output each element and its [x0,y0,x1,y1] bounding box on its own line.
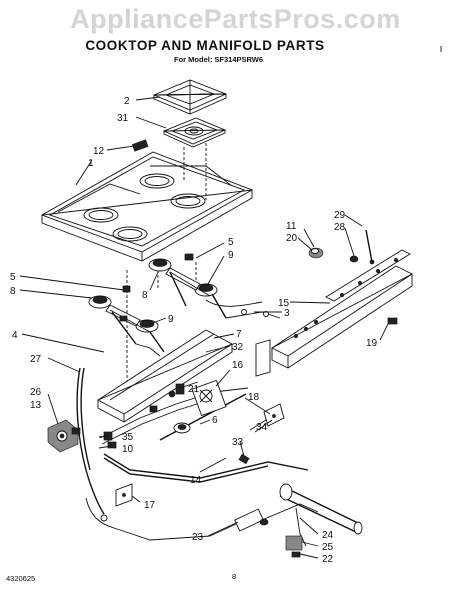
watermark: AppliancePartsPros.com [70,4,401,34]
callout-13: 13 [30,400,42,411]
callout-29: 29 [334,210,346,221]
callout-10: 10 [122,444,134,455]
callout-2: 2 [124,96,130,107]
misc-hardware [238,403,285,465]
callout-20: 20 [286,233,298,244]
cooktop-panel [40,151,254,262]
callout-5-lower: 5 [10,272,16,283]
burner-grate [152,79,228,115]
callout-12: 12 [93,146,105,157]
valve-body [168,379,227,434]
callout-3: 3 [284,308,290,319]
callout-9-upper: 9 [228,250,234,261]
callout-1: 1 [88,158,94,169]
control-knob-and-shaft [308,229,375,265]
burner-drip-pan [162,117,227,148]
manifold-bracket [97,329,233,423]
drawing-code: 4320625 [6,574,36,583]
callout-17: 17 [144,500,156,511]
gas-tubing [76,367,309,541]
callout-11: 11 [286,221,297,232]
leader-lines [19,96,389,559]
manifold-rail [271,249,413,369]
callout-23: 23 [192,532,204,543]
callout-labels: 2 31 12 1 5 9 8 5 8 9 4 27 26 13 11 20 2… [10,96,378,565]
callout-34: 34 [256,422,268,433]
callout-7: 7 [236,329,242,340]
callout-26: 26 [30,387,42,398]
callout-6: 6 [212,415,218,426]
oven-valve-assembly [209,483,363,558]
callout-18: 18 [248,392,260,403]
callout-32: 32 [232,342,244,353]
pressure-regulator [47,419,81,453]
callout-15: 15 [278,298,290,309]
cooktop-clip [131,139,149,152]
callout-14: 14 [190,475,202,486]
callout-33: 33 [232,437,244,448]
callout-8-upper: 8 [142,290,148,301]
callout-5-upper: 5 [228,237,234,248]
front-burner-assembly [88,295,165,357]
callout-25: 25 [322,542,334,553]
callout-24: 24 [322,530,334,541]
mounting-bracket [115,483,133,507]
callout-35: 35 [122,432,134,443]
callout-31: 31 [117,113,129,124]
callout-16: 16 [232,360,244,371]
callout-4: 4 [12,330,18,341]
rear-burner-assembly [122,253,281,319]
page-number: 8 [232,572,237,581]
callout-22: 22 [322,554,334,565]
callout-21: 21 [188,384,200,395]
callout-8-lower: 8 [10,286,16,297]
callout-28: 28 [334,222,346,233]
model-subtitle: For Model: SF314PSRW6 [174,55,264,64]
callout-9-lower: 9 [168,314,174,325]
callout-27: 27 [30,354,42,365]
side-bracket [255,339,271,377]
callout-19: 19 [366,338,378,349]
valve-clip [387,317,398,325]
diagram-title: COOKTOP AND MANIFOLD PARTS [85,38,325,53]
